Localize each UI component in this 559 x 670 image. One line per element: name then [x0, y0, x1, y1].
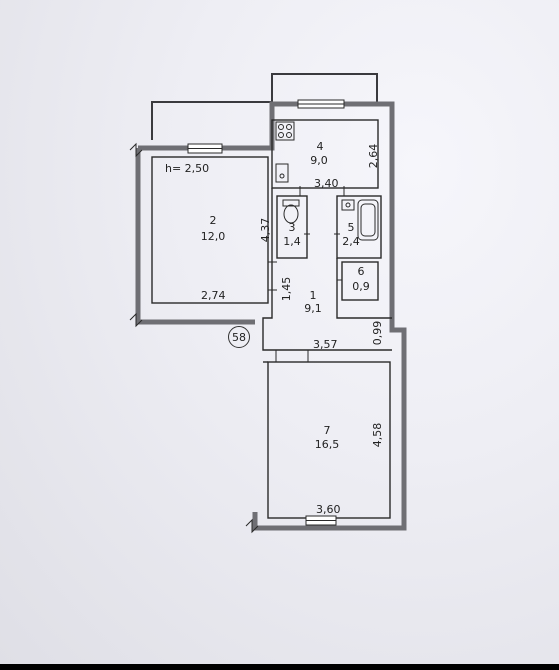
room-2-width-dim: 2,74: [201, 289, 226, 302]
sink-icon: [275, 163, 289, 183]
passage-dim: 0,99: [371, 320, 384, 346]
stove-icon: [275, 121, 295, 141]
door-marks: [268, 186, 345, 362]
kitchen-width-dim: 3,40: [314, 177, 339, 190]
living-length-dim: 4,58: [371, 422, 384, 448]
living-top-width-dim: 3,57: [313, 338, 338, 351]
room-3-area: 1,4: [283, 235, 301, 248]
room-2-length-dim: 4,37: [259, 217, 272, 243]
apartment-number-circle: 58: [228, 326, 250, 348]
corridor-width-dim: 1,45: [280, 276, 293, 302]
room-7-number: 7: [323, 424, 331, 437]
room-4-area: 9,0: [310, 154, 328, 167]
living-bottom-width-dim: 3,60: [316, 503, 341, 516]
exterior-walls: [135, 101, 407, 531]
toilet-icon: [282, 199, 300, 224]
windows: [187, 99, 345, 526]
room-5-number: 5: [347, 221, 355, 234]
interior-walls: [151, 119, 392, 519]
room-3-number: 3: [288, 221, 296, 234]
room-7-area: 16,5: [314, 438, 340, 451]
room-5-area: 2,4: [342, 235, 360, 248]
room-6-number: 6: [357, 265, 365, 278]
room-2-area: 12,0: [200, 230, 226, 243]
kitchen-length-dim: 2,64: [367, 143, 380, 169]
room-2-number: 2: [209, 214, 217, 227]
room-1-number: 1: [309, 289, 317, 302]
room-6-area: 0,9: [352, 280, 370, 293]
room-1-area: 9,1: [304, 302, 322, 315]
balcony-left: [151, 101, 273, 140]
room-4-number: 4: [316, 140, 324, 153]
bathtub-icon: [357, 199, 379, 241]
break-marks: [129, 142, 259, 534]
balcony-top: [271, 73, 378, 102]
washbasin-icon: [341, 199, 355, 211]
ceiling-height-label: h= 2,50: [165, 162, 210, 175]
